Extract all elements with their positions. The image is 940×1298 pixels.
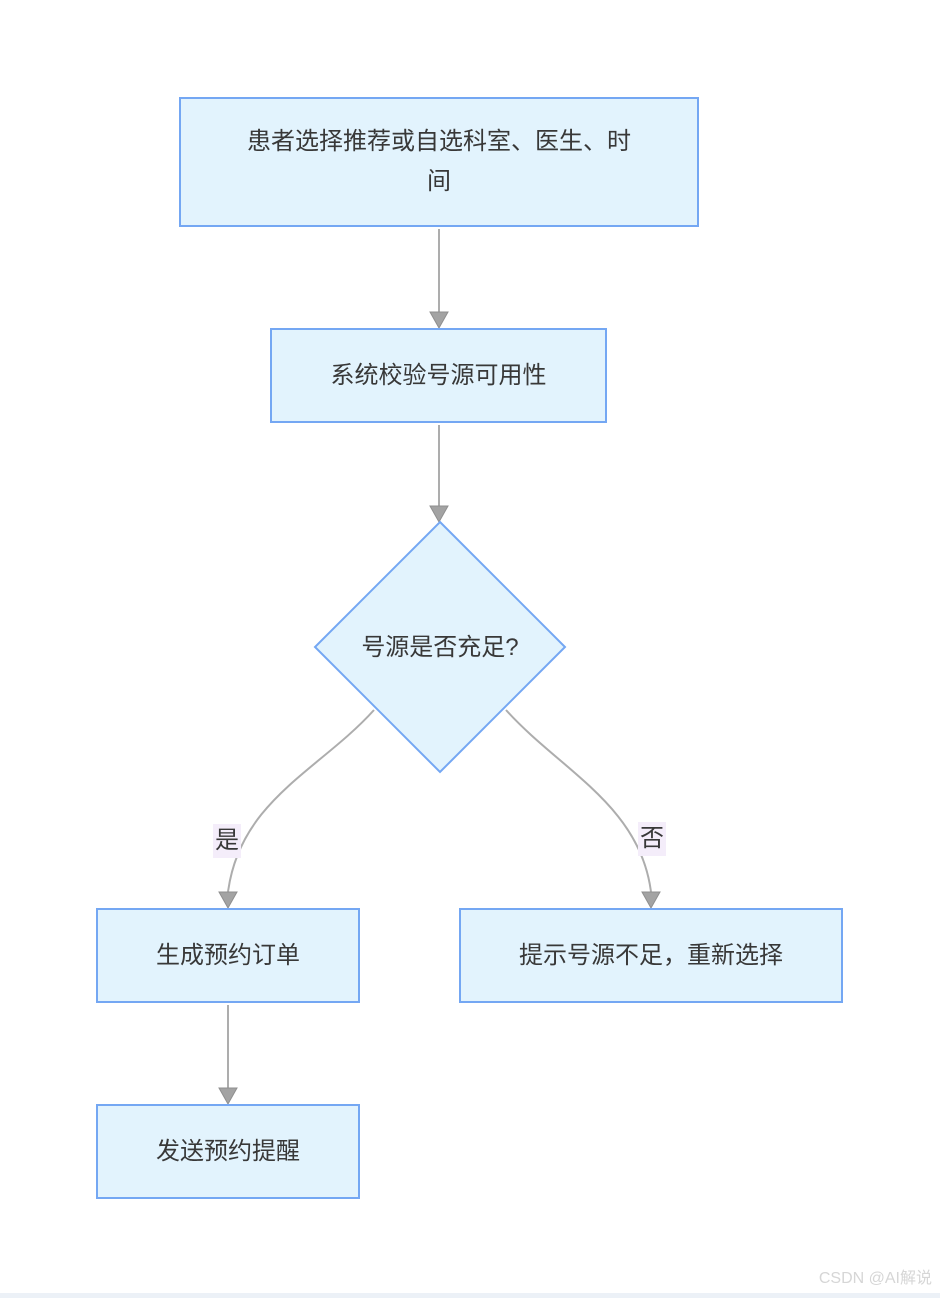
node-label: 生成预约订单 [156,941,300,969]
node-create-order: 生成预约订单 [96,908,360,1003]
branch-label-no: 否 [638,822,666,856]
node-label: 提示号源不足，重新选择 [519,941,783,969]
node-send-reminder: 发送预约提醒 [96,1104,360,1199]
edge-decision-to-insufficient [505,709,652,893]
arrowhead-down-icon [218,891,238,910]
branch-label-yes: 是 [213,824,241,858]
node-decision-sufficient: 号源是否充足? [361,634,519,661]
node-label: 系统校验号源可用性 [330,361,547,389]
arrowhead-down-icon [429,505,449,524]
arrowhead-down-icon [641,891,661,910]
csdn-watermark: CSDN @AI解说 [818,1270,932,1287]
arrowhead-down-icon [429,311,449,330]
node-insufficient-prompt: 提示号源不足，重新选择 [459,908,843,1003]
node-label: 发送预约提醒 [156,1137,300,1165]
arrowhead-down-icon [218,1087,238,1106]
edge-decision-to-order [227,709,375,893]
node-patient-select: 患者选择推荐或自选科室、医生、时间 [179,97,699,227]
bottom-strip [0,1293,940,1298]
node-label: 患者选择推荐或自选科室、医生、时间 [247,128,631,195]
node-verify-availability: 系统校验号源可用性 [270,328,607,423]
